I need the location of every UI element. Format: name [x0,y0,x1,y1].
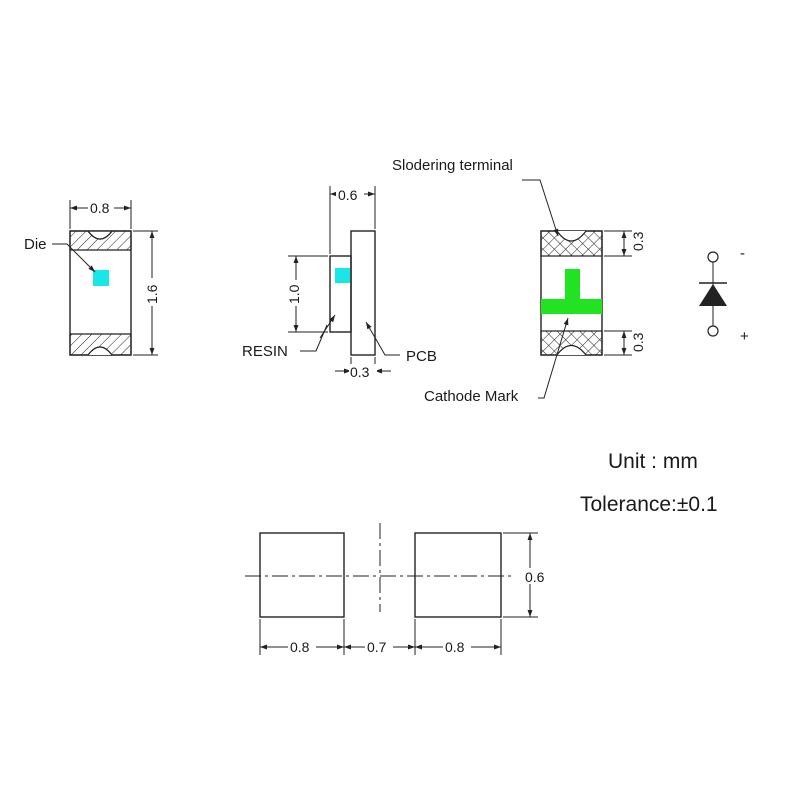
pad-left-width-dim: 0.8 [290,639,310,655]
bottom-view: Slodering terminal Cathode Mark 0.3 0.3 [392,157,646,405]
pad-height-dim: 0.6 [525,569,545,585]
pad-layout: 0.6 0.8 0.7 0.8 [245,523,552,655]
plus-label: + [740,328,749,345]
die-leader [52,243,96,273]
bottom-top-terminal-dim: 0.3 [630,231,646,251]
left-pad [259,532,345,618]
soldering-terminal-label: Slodering terminal [392,157,513,174]
front-view: Die 0.8 1.6 [24,200,161,356]
side-width-dim: 0.6 [338,187,358,203]
side-pcb-width-dim: 0.3 [350,364,370,380]
cathode-mark-label: Cathode Mark [424,388,519,405]
cathode-mark-shape [541,269,602,314]
pad-gap-dim: 0.7 [367,639,387,655]
tolerance-note: Tolerance:±0.1 [580,493,718,516]
minus-label: - [740,245,745,262]
diode-symbol: - + [699,245,749,345]
right-pad [414,532,502,618]
die-chip [93,270,109,286]
pcb-body [350,230,376,356]
resin-body [329,255,352,333]
die-label: Die [24,236,47,253]
bottom-bottom-terminal-dim: 0.3 [630,332,646,352]
front-height-dim: 1.6 [144,284,160,304]
pad-right-width-dim: 0.8 [445,639,465,655]
front-bottom-terminal [69,333,132,356]
resin-label: RESIN [242,343,288,360]
pcb-label: PCB [406,348,437,365]
diode-triangle-icon [699,284,727,306]
side-view: 0.6 1.0 0.3 RESIN PCB [242,186,437,380]
front-width-dim: 0.8 [90,200,110,216]
side-die-chip [335,268,350,283]
side-resin-height-dim: 1.0 [286,284,302,304]
unit-note: Unit : mm [608,450,698,473]
